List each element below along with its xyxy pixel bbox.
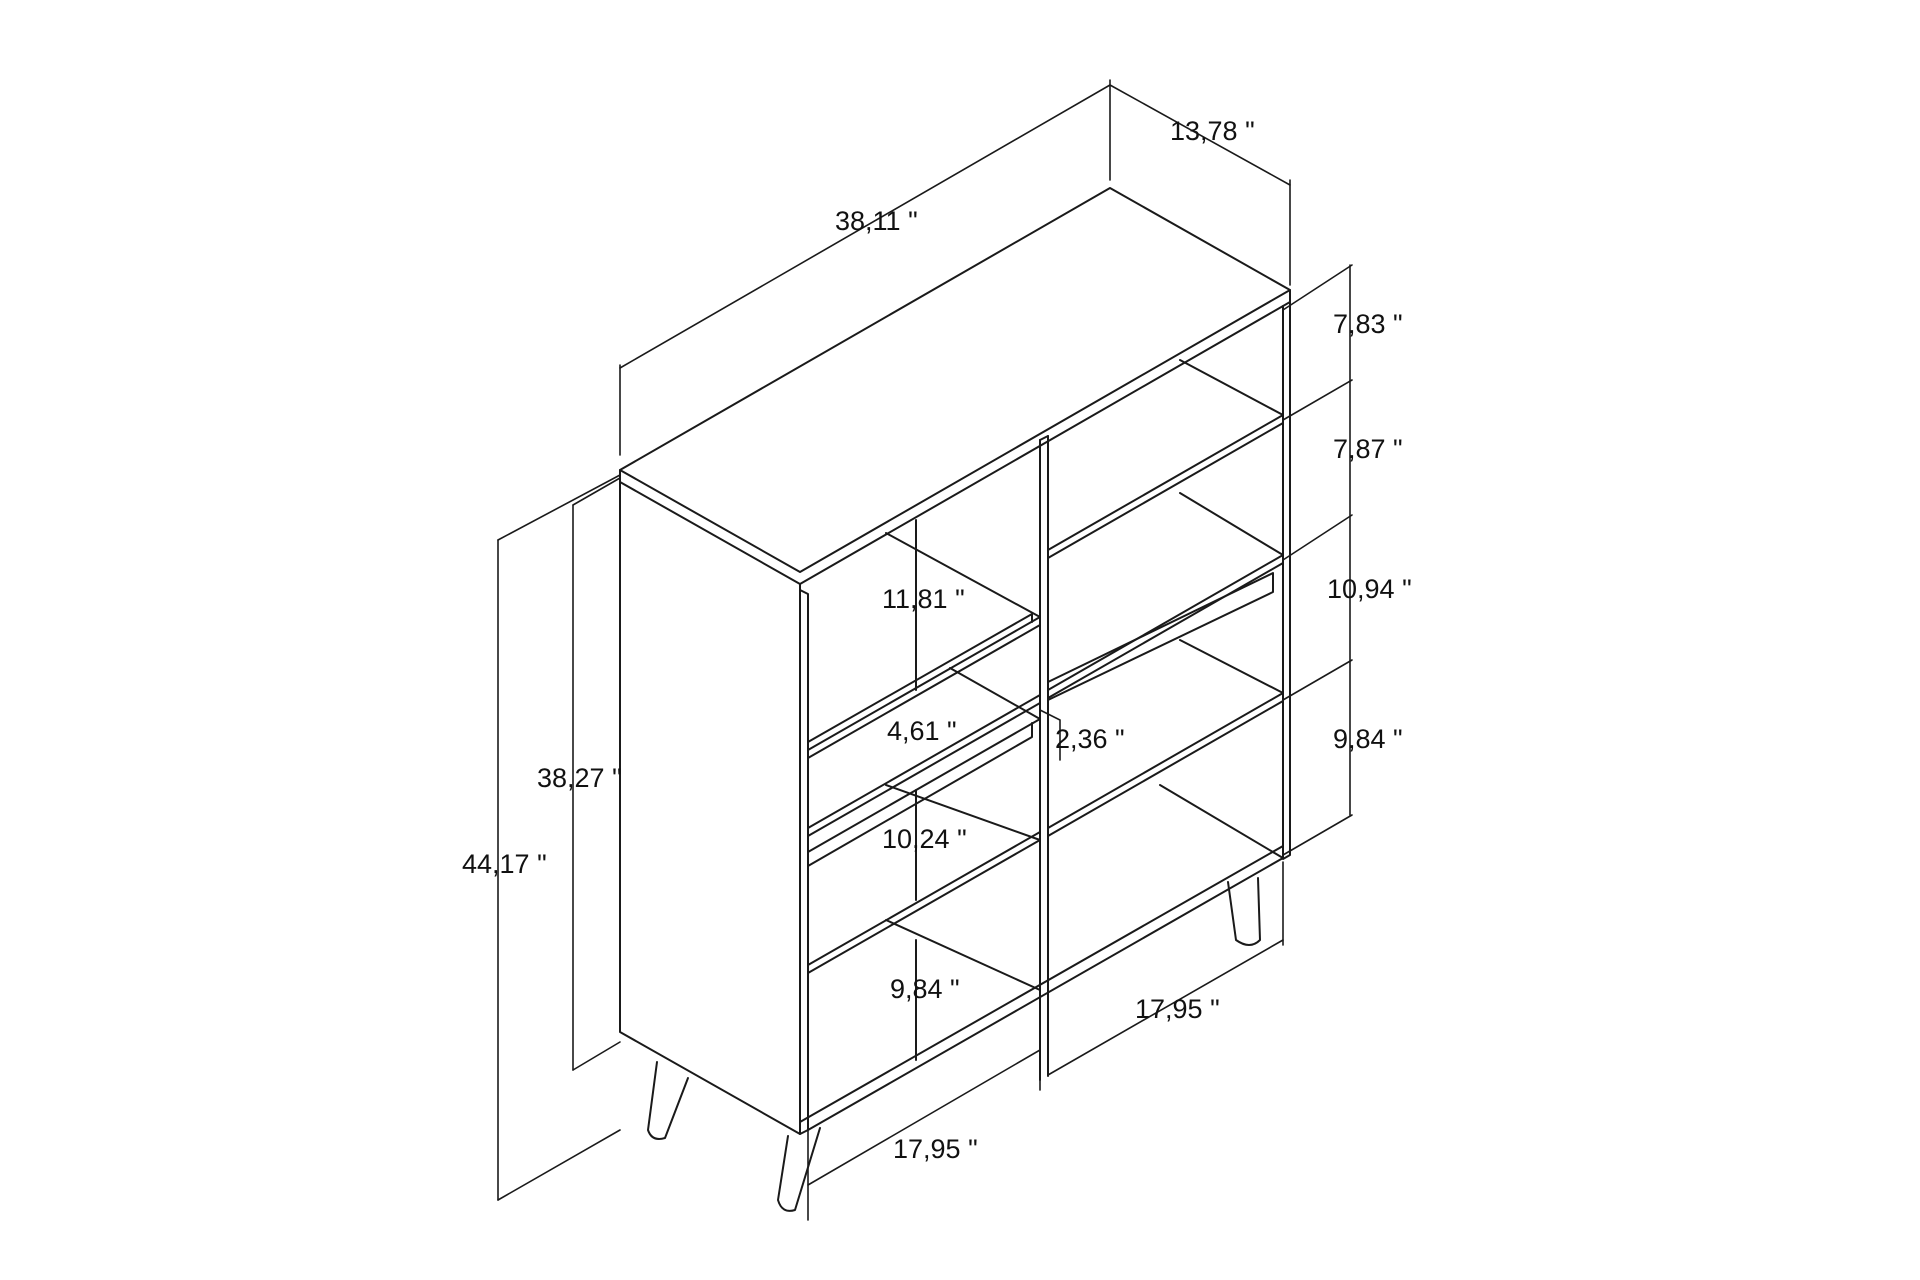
bay-width-left-label: 17,95 " <box>893 1134 978 1164</box>
height-body-label: 38,27 " <box>537 763 622 793</box>
left-shelf-3-label: 10,24 " <box>882 824 967 854</box>
drawer-gap-label: 2,36 " <box>1055 724 1125 754</box>
shelves <box>807 359 1284 1061</box>
dimension-lines <box>497 79 1353 1221</box>
right-shelf-4-label: 9,84 " <box>1333 724 1403 754</box>
left-drawer-face-label: 4,61 " <box>887 716 957 746</box>
legs <box>647 877 1261 1212</box>
right-shelf-2-label: 7,87 " <box>1333 434 1403 464</box>
center-divider <box>1039 435 1049 1081</box>
height-total-label: 44,17 " <box>462 849 547 879</box>
left-shelf-1-label: 11,81 " <box>882 584 965 614</box>
left-shelf-4-label: 9,84 " <box>890 974 960 1004</box>
right-shelf-1-label: 7,83 " <box>1333 309 1403 339</box>
bay-width-right-label: 17,95 " <box>1135 994 1220 1024</box>
depth-label: 13,78 " <box>1170 116 1255 146</box>
width-total-label: 38,11 " <box>835 206 918 236</box>
dimension-labels: 38,11 " 13,78 " 44,17 " 38,27 " 7,83 " 7… <box>462 116 1412 1164</box>
right-shelf-3-label: 10,94 " <box>1327 574 1412 604</box>
